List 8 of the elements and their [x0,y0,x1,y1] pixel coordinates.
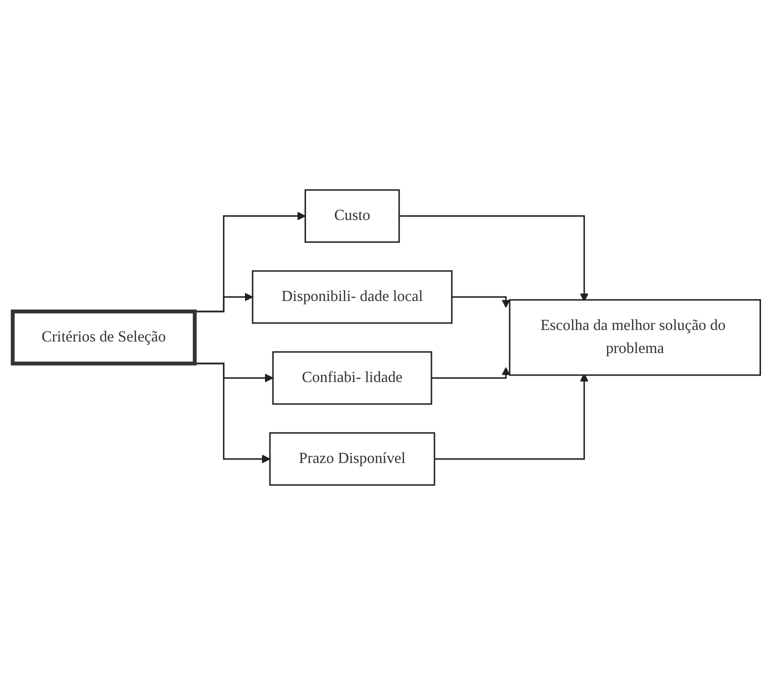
node-box: Escolha da melhor solução do problema [508,299,762,376]
node-box: Confiabi- lidade [272,351,432,405]
node-box: Critérios de Seleção [10,310,197,366]
arrow [431,367,510,379]
node-box: Custo [304,189,400,243]
node-box: Prazo Disponível [269,432,436,486]
arrow [452,296,510,308]
node-box: Disponibili- dade local [252,270,453,324]
